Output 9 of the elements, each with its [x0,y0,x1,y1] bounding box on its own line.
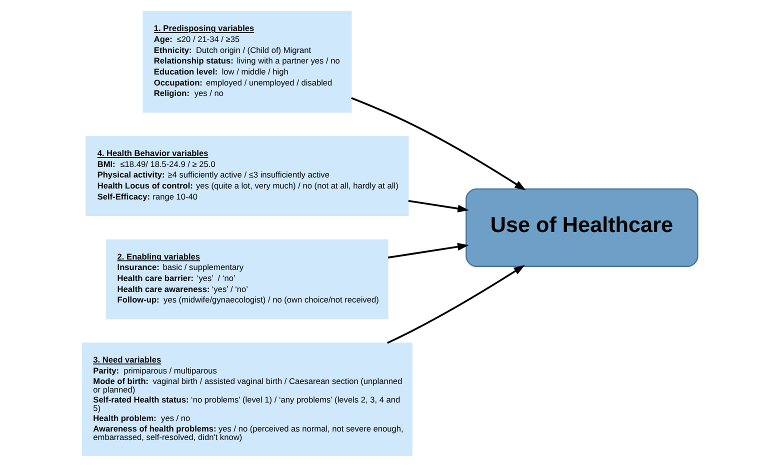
node-box: 1. Predisposing variables Age: ≤20 / 21-34 / ≥35 Ethnicity: Dutch origin / (Child of) Migrant Relationship status: living with a partner yes / no Education level: low / middle / high Occupation: employed / unemployed / disabled Religion: yes / no [142,11,352,113]
arrow [387,265,525,344]
arrow [388,242,469,258]
node-box: 4. Health Behavior variables BMI: ≤18.49/ 18.5-24.9 / ≥ 25.0 Physical activity: ≥4 sufficiently active / ≤3 insufficiently active Health Locus of control: yes (quite a lot, very much) / no (not at all, hardly at all) Self-Efficacy: range 10-40 [86,136,409,216]
arrow [351,97,526,190]
node-box: 2. Enabling variables Insurance: basic / supplementary Health care barrier: ‘yes’ / ‘no’ Health care awareness: ‘yes’ / ‘no’ Follow-up: yes (midwife/gynaecologist) / no (own choice/not received) [106,239,388,320]
node-box: Use of Healthcare [466,188,698,268]
node-box: 3. Need variables Parity: primiparous / multiparous Mode of birth: vaginal birth / assisted vaginal birth / Caesarean section (unplanned or planned) Self-rated Health status: ‘no problems’ (level 1) / ‘any problems’ (levels 2, 3, 4 and 5) Health problem: yes / no Awareness of health problems: yes / no (perceived as normal, not severe enough, embarrassed, self-resolved, didn't know) [82,342,412,456]
arrow [408,200,469,212]
